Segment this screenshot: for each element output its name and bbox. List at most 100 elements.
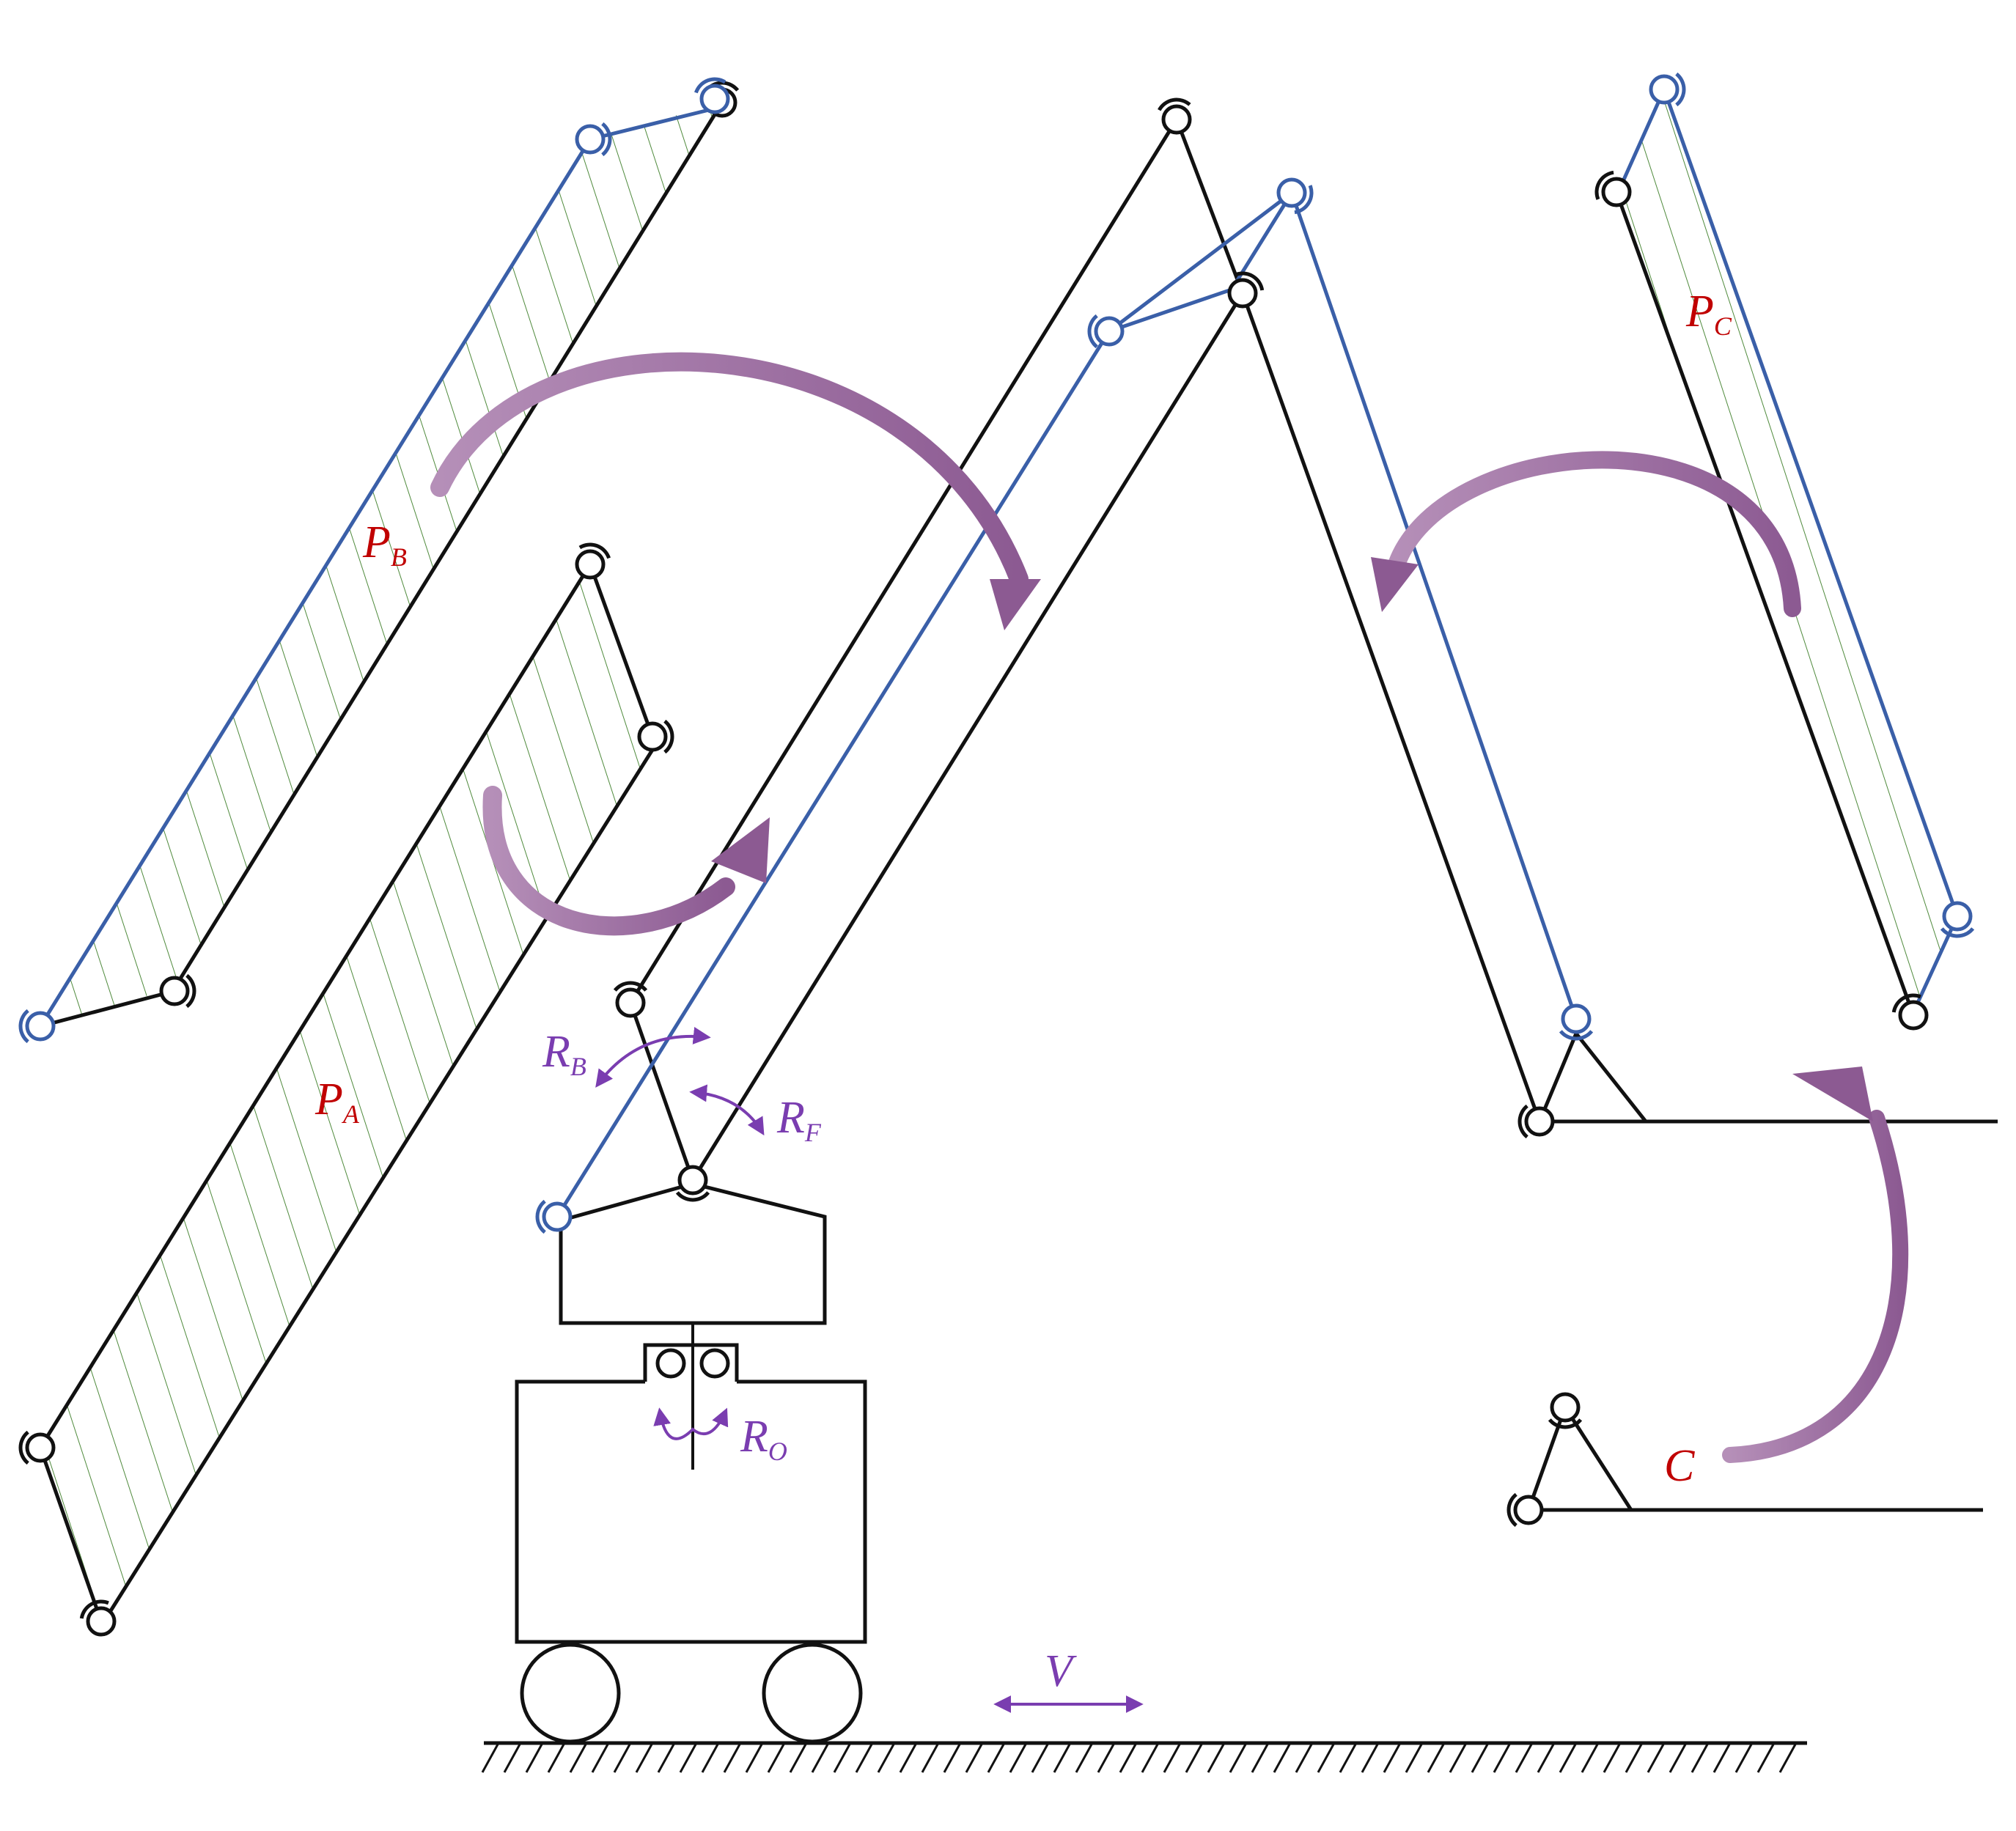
ground-hatch-12 (745, 1742, 764, 1773)
joint-pb-bottom-blue-bearing (18, 1009, 29, 1044)
joint-boom-top-bearing (1158, 97, 1191, 111)
joint-blue-left-bearing (1087, 314, 1098, 349)
ground-hatch-55 (1691, 1742, 1710, 1773)
arrow-arc-mid (482, 786, 735, 936)
dof-rb-arrow (595, 1027, 711, 1088)
joint-pc-bottom-black (1891, 993, 1929, 1031)
joint-boom-lower (613, 981, 648, 1018)
panel-pb-black-edge (172, 101, 724, 990)
arrow-arc-mid-head (711, 817, 770, 883)
support-c-left (1526, 1407, 1567, 1511)
joint-cabin-pivot-pin (677, 1165, 708, 1196)
ground-hatch-17 (855, 1742, 874, 1773)
wheel-left (520, 1643, 621, 1744)
ground-hatch-54 (1669, 1742, 1688, 1773)
joint-blue-left-pin (1094, 316, 1125, 347)
ground-hatch-21 (943, 1742, 962, 1773)
joint-support-upper-pin (1524, 1106, 1555, 1137)
arrow-arc-c (1722, 1110, 1909, 1463)
joint-pb-bottom-black (159, 973, 196, 1009)
joint-pc-bottom-black-pin (1898, 1000, 1929, 1031)
panel-pc-black-edge (1614, 191, 1916, 1016)
joint-pb-bottom-black-pin (159, 976, 190, 1006)
joint-pa-left-pin (25, 1432, 56, 1463)
wheel-right (762, 1643, 863, 1744)
dof-ro-arrow (653, 1407, 729, 1440)
joint-c-left-pin (1513, 1495, 1544, 1525)
joint-pb-top-blue-bearing (601, 122, 612, 157)
joint-pb-top-blue-cap-pin (699, 84, 730, 114)
ground-hatch-52 (1625, 1742, 1644, 1773)
boom-black-right (1240, 292, 1542, 1122)
ground-hatch-48 (1537, 1742, 1556, 1773)
joint-blue-top-pin (1276, 177, 1307, 208)
joint-pa-top-pin (575, 549, 606, 580)
ground-hatch-27 (1075, 1742, 1094, 1773)
ground-hatch-43 (1427, 1742, 1446, 1773)
joint-pa-top (575, 542, 611, 580)
ground-hatch-39 (1339, 1742, 1358, 1773)
ground-hatch-5 (591, 1742, 610, 1773)
joint-blue-top-bearing (1294, 185, 1314, 215)
joint-blue-right-bottom-pin (1561, 1003, 1592, 1034)
ground-hatch-36 (1273, 1742, 1292, 1773)
arrow-arc-top (430, 352, 1029, 589)
joint-blue-base (535, 1199, 573, 1234)
ground-hatch-51 (1603, 1742, 1622, 1773)
joint-pc-top-bearing (1675, 72, 1686, 107)
label-pb: PB (362, 517, 407, 572)
ground-hatch-14 (789, 1742, 808, 1773)
boom-black-inner (691, 292, 1245, 1182)
ground-hatch-32 (1185, 1742, 1204, 1773)
ground-hatch-24 (1009, 1742, 1028, 1773)
ground-hatch-15 (811, 1742, 830, 1773)
ground-hatch-20 (921, 1742, 940, 1773)
boom-black-top (1174, 119, 1245, 294)
joints (18, 72, 1975, 1637)
panel-pb-hatch (40, 103, 722, 1026)
boom-black-link (628, 1002, 695, 1181)
ground-hatch-22 (965, 1742, 984, 1773)
vehicle-cabin (559, 1182, 827, 1325)
joint-pb-bottom-black-bearing (185, 973, 196, 1009)
ground-hatch-49 (1559, 1742, 1578, 1773)
panel-pa-hatch (40, 564, 656, 1624)
bearing-bracket (643, 1343, 739, 1382)
vehicle (515, 1182, 867, 1744)
joint-pa-bottom (79, 1599, 117, 1637)
label-c: C (1664, 1441, 1695, 1491)
joint-pa-right-pin (637, 721, 668, 752)
roller-right (699, 1348, 730, 1379)
ground-hatch-47 (1515, 1742, 1534, 1773)
ground-hatch-7 (635, 1742, 654, 1773)
ground-hatch-0 (481, 1742, 500, 1773)
ground-hatch-3 (547, 1742, 566, 1773)
label-rb: RB (542, 1027, 586, 1081)
ground-hatch-4 (569, 1742, 588, 1773)
joint-boom-knee-pin (1227, 278, 1258, 309)
boom-blue-tri-bottom (1108, 287, 1232, 334)
label-v: V (1045, 1646, 1077, 1696)
dof-arrows (595, 1027, 1144, 1713)
ground-hatch-38 (1317, 1742, 1336, 1773)
joint-pb-top-blue-pin (575, 124, 606, 155)
joint-pb-top-blue (575, 122, 612, 157)
ground-hatch-29 (1119, 1742, 1138, 1773)
arrow-arc-right (1388, 451, 1801, 617)
ground-hatch-2 (525, 1742, 544, 1773)
joint-pc-black-top (1594, 170, 1632, 207)
joint-boom-top (1158, 97, 1192, 135)
panel-pa-top-link (588, 564, 655, 737)
ground-hatch-31 (1163, 1742, 1182, 1773)
label-pc: PC (1685, 287, 1732, 341)
ground-hatch-50 (1581, 1742, 1600, 1773)
ground-hatch-57 (1734, 1742, 1754, 1773)
ground-hatch-6 (613, 1742, 632, 1773)
joint-boom-knee (1227, 271, 1265, 309)
joint-blue-base-pin (542, 1201, 573, 1232)
joint-cabin-pivot (675, 1165, 710, 1202)
ground-hatch-59 (1778, 1742, 1798, 1773)
joint-blue-base-bearing (535, 1199, 546, 1234)
boom-blue-tri-top (1108, 191, 1293, 333)
ground-hatch-16 (833, 1742, 852, 1773)
